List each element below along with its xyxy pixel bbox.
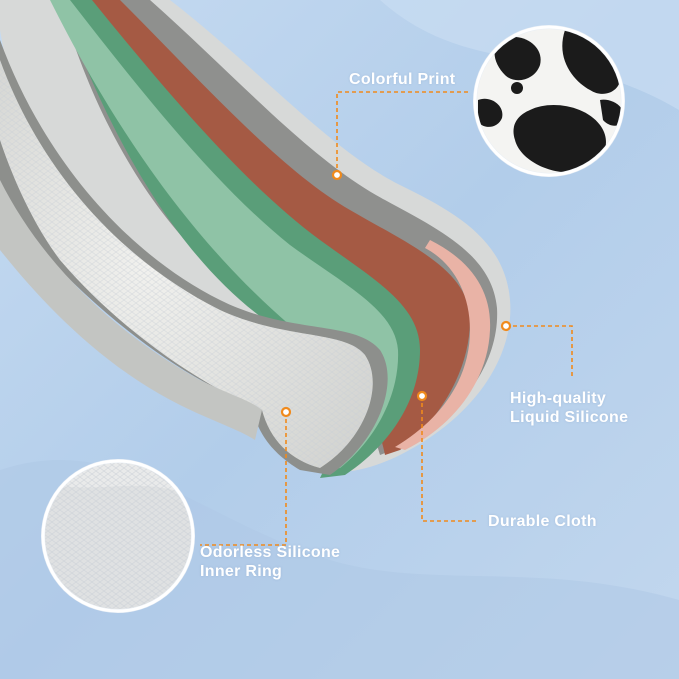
dot-durable-cloth: [416, 390, 428, 402]
ring-cross-section: [0, 0, 511, 478]
cow-spot: [494, 36, 541, 81]
colorful-print-label: Colorful Print: [349, 71, 456, 88]
mesh-zoom: [41, 459, 195, 613]
leader-inner-ring: [200, 412, 287, 546]
dot-colorful-print: [331, 169, 343, 181]
inner-mesh-texture: [0, 60, 373, 468]
callout-dots: [280, 169, 512, 418]
leader-durable-cloth: [421, 396, 478, 522]
dot-liquid-silicone: [500, 320, 512, 332]
outer-lip: [0, 180, 262, 440]
cow-print-zoom: [473, 25, 625, 177]
liquid-silicone-label-line2: Liquid Silicone: [510, 409, 629, 426]
dot-inner-ring: [280, 406, 292, 418]
cow-spot: [600, 99, 621, 126]
cow-spot: [478, 98, 503, 127]
green-cloth-highlight: [50, 0, 399, 470]
liquid-silicone-label: High-quality Liquid Silicone: [510, 389, 628, 427]
cow-spot: [513, 105, 606, 173]
leader-colorful-print: [336, 91, 468, 175]
cow-spot: [511, 82, 523, 94]
inner-ring-label: Odorless Silicone Inner Ring: [200, 543, 340, 581]
liquid-silicone-label-line1: High-quality: [510, 390, 607, 407]
durable-cloth-label: Durable Cloth: [488, 513, 597, 530]
pink-edge: [395, 240, 491, 450]
inner-ring-label-line2: Inner Ring: [200, 563, 283, 580]
callout-lines: [200, 91, 573, 546]
leader-liquid-silicone: [506, 325, 573, 378]
inner-ring-label-line1: Odorless Silicone: [200, 544, 341, 561]
